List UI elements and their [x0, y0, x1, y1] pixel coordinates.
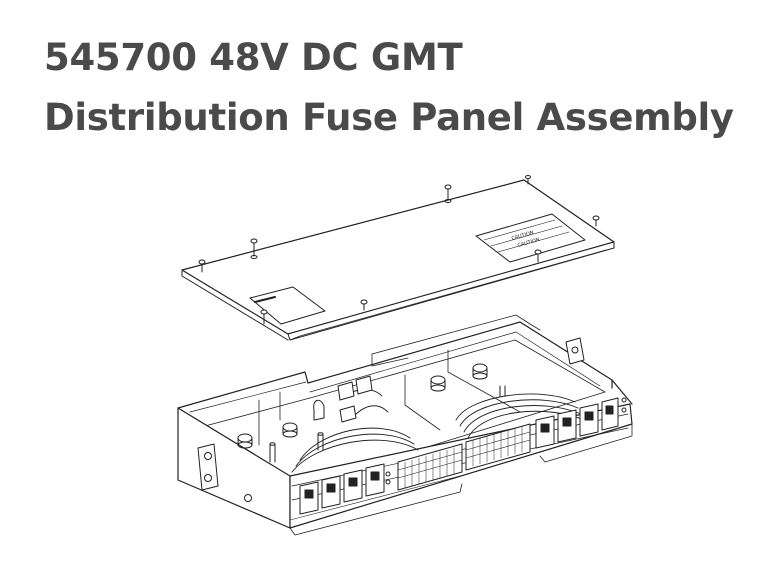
page-title: 545700 48V DC GMT Distribution Fuse Pane…: [44, 28, 734, 148]
title-line-2: Distribution Fuse Panel Assembly: [44, 96, 734, 139]
cover-label-left: [249, 286, 326, 325]
mounting-ear-left: [197, 443, 219, 491]
terminal-posts: [237, 363, 506, 463]
cover-label-right: CAUTION CAUTION: [475, 213, 586, 263]
breaker-modules-right: [535, 397, 619, 449]
breaker-modules-left: [299, 463, 385, 515]
cover-plate: CAUTION CAUTION: [181, 175, 615, 341]
fuse-panel-exploded-drawing: CAUTION CAUTION: [177, 175, 633, 536]
cover-screws: [198, 175, 600, 325]
fuse-block-center: [397, 423, 531, 491]
mounting-ear-right: [565, 337, 585, 365]
rear-connectors: [313, 375, 373, 423]
title-line-1: 545700 48V DC GMT: [44, 36, 463, 79]
front-indicators: [385, 397, 627, 485]
